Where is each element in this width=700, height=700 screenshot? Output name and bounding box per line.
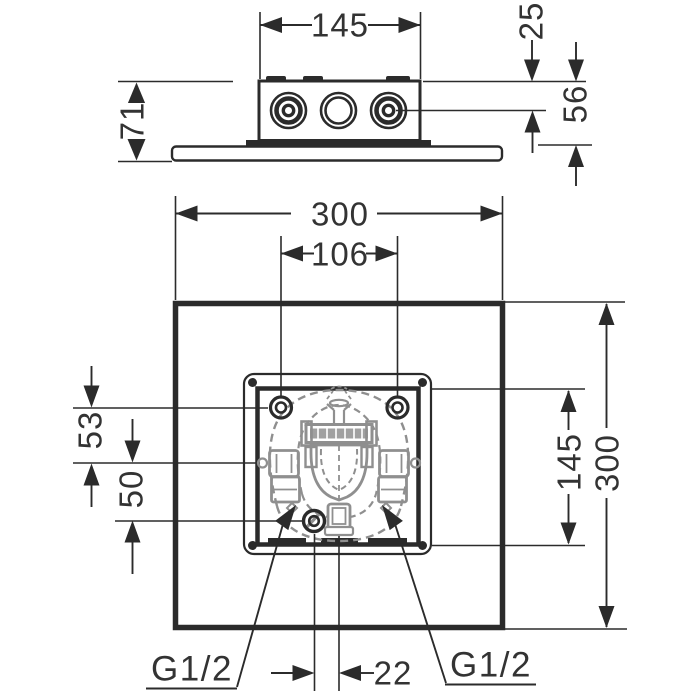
escutcheon-outline — [309, 443, 369, 502]
side-port-middle — [319, 91, 358, 130]
arrow-left-icon — [281, 245, 303, 262]
dim-22: 22 — [271, 534, 413, 692]
arrow-down-icon — [598, 606, 615, 628]
leader-arrow-icon — [382, 505, 403, 531]
arrow-left-icon — [339, 665, 361, 681]
arrow-up-icon — [124, 520, 141, 543]
center-outlet — [323, 502, 355, 537]
arrow-up-icon — [598, 303, 615, 325]
screw-hole-top-left — [268, 395, 294, 420]
dim-50: 50 — [113, 419, 302, 574]
dim-label-145-top: 145 — [311, 7, 369, 44]
dim-106: 106 — [280, 236, 399, 396]
outlet-port-bottom — [301, 508, 327, 534]
dim-56: 56 — [538, 42, 594, 186]
dim-label-300-top: 300 — [311, 196, 369, 233]
arrow-down-icon — [127, 139, 146, 161]
arrow-up-icon — [568, 145, 584, 167]
arrow-down-icon — [568, 59, 584, 82]
dim-145-width: 145 — [259, 7, 422, 79]
arrow-right-icon — [480, 205, 503, 222]
dim-53: 53 — [72, 366, 268, 507]
arrow-right-icon — [292, 665, 315, 681]
arrow-up-icon — [560, 390, 577, 412]
valve-body — [304, 423, 374, 444]
g12-right-label: G1/2 — [450, 646, 532, 685]
arrow-up-icon — [83, 463, 100, 486]
housing-clips — [266, 76, 410, 82]
dim-label-50: 50 — [113, 470, 150, 509]
side-housing — [257, 79, 422, 142]
dim-label-300-right: 300 — [589, 434, 626, 492]
arrow-down-icon — [524, 59, 540, 82]
side-port-left — [269, 91, 308, 130]
left-fitting — [256, 449, 301, 504]
connection-label-right: G1/2 — [382, 505, 536, 686]
dim-71: 71 — [114, 80, 233, 163]
arrow-right-icon — [398, 17, 421, 33]
top-valve-funnel — [326, 398, 352, 424]
arrow-left-icon — [175, 205, 198, 222]
leader-arrow-icon — [275, 505, 296, 531]
dim-label-25: 25 — [513, 2, 550, 41]
housing-bottom-clips — [268, 538, 407, 547]
right-fitting — [377, 449, 422, 504]
dim-label-145-right: 145 — [551, 433, 588, 491]
arrow-down-icon — [124, 440, 141, 463]
side-flange — [246, 140, 431, 148]
connection-label-left: G1/2 — [146, 505, 296, 690]
arrow-down-icon — [560, 522, 577, 545]
dim-300-width: 300 — [174, 196, 504, 300]
dim-label-106: 106 — [311, 236, 369, 273]
dim-label-22: 22 — [374, 655, 413, 692]
screw-hole-top-right — [385, 395, 410, 420]
plan-view — [172, 300, 506, 631]
dim-label-56: 56 — [557, 85, 594, 124]
dim-label-53: 53 — [72, 411, 109, 450]
arrow-down-icon — [83, 385, 100, 408]
arrow-up-icon — [127, 82, 146, 104]
dim-300-height: 300 — [505, 301, 627, 630]
dim-label-71: 71 — [114, 102, 151, 141]
arrow-up-icon — [524, 110, 541, 133]
arrow-right-icon — [375, 245, 398, 262]
dim-145-box: 145 — [432, 388, 588, 547]
frame-corner-screws — [248, 378, 427, 550]
dim-25: 25 — [396, 2, 586, 153]
side-plate — [170, 145, 504, 162]
g12-left-label: G1/2 — [151, 650, 233, 689]
side-view — [170, 76, 504, 162]
arrow-left-icon — [260, 17, 282, 33]
